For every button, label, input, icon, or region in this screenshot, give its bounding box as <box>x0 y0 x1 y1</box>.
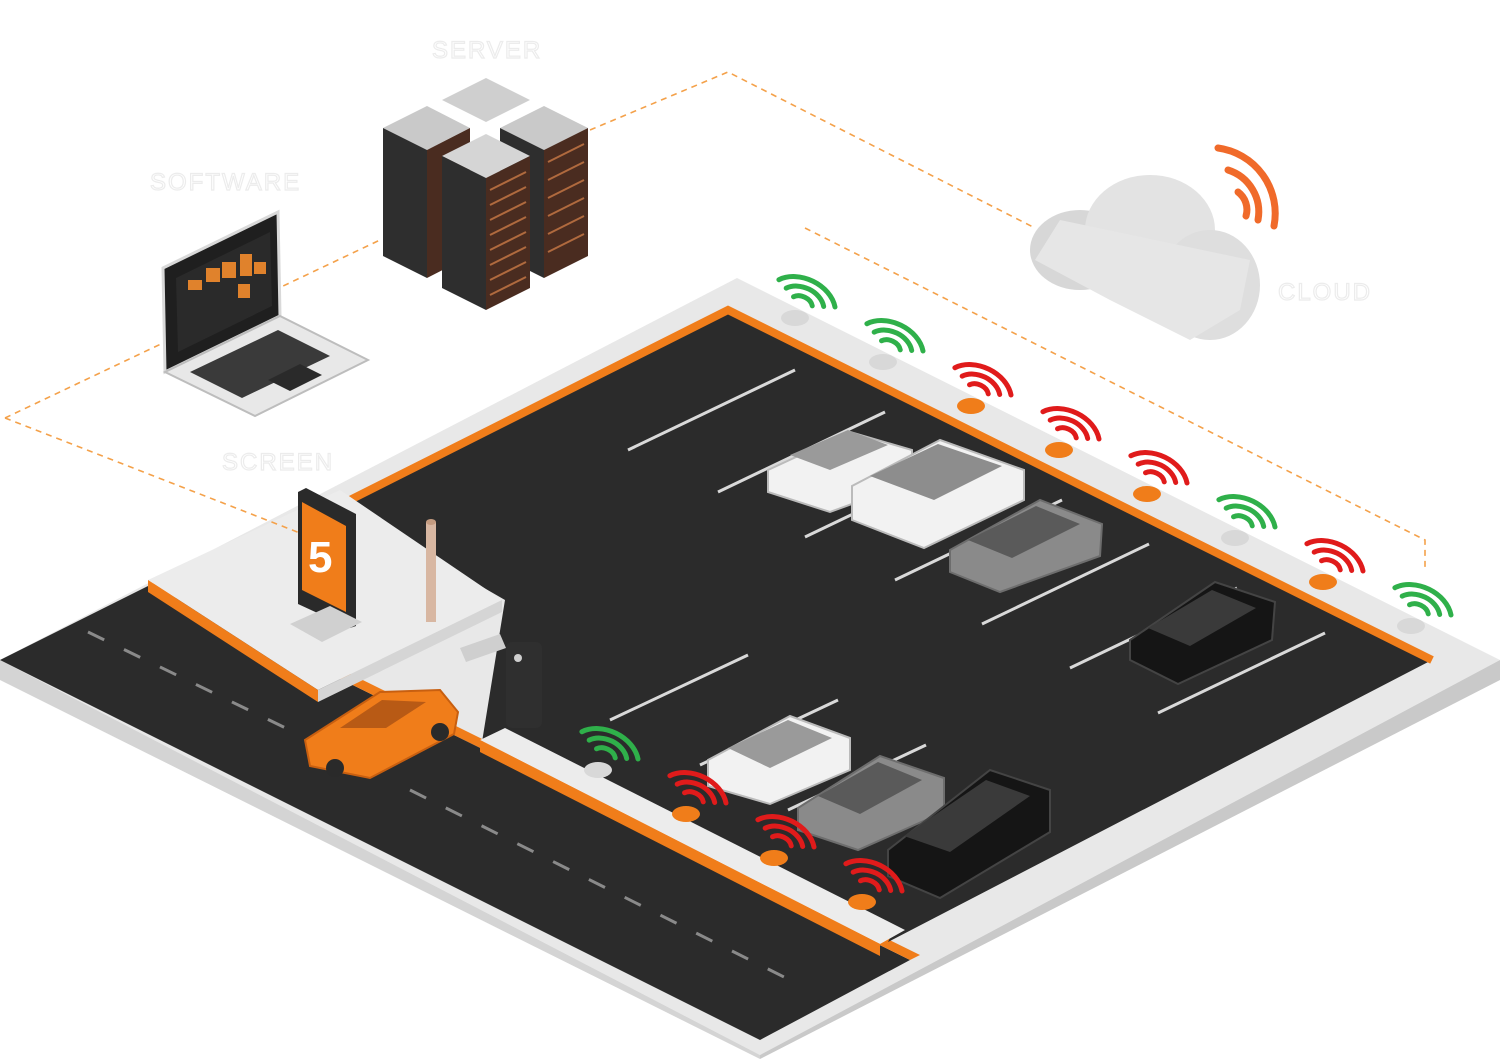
car-orange-taxi <box>303 688 460 780</box>
sensor-row-top <box>776 274 1454 634</box>
sensor-top-2 <box>864 318 926 370</box>
network-links <box>4 71 1426 570</box>
sensor-top-6 <box>1216 494 1278 546</box>
sensor-bottom-3 <box>755 814 817 866</box>
software-label: SOFTWARE <box>150 169 301 196</box>
server-rack <box>383 78 588 310</box>
signal-icon <box>1392 582 1454 618</box>
screen-label: SCREEN <box>222 449 334 476</box>
signal-icon <box>952 362 1014 398</box>
sensor-bottom-1 <box>579 726 641 778</box>
sensor-top-4 <box>1040 406 1102 458</box>
sensor-top-3 <box>952 362 1014 414</box>
barrier-pole <box>426 519 436 622</box>
server-label: SERVER <box>432 37 542 64</box>
sensor-top-5 <box>1128 450 1190 502</box>
signal-icon <box>776 274 838 310</box>
sensor-row-bottom <box>579 726 905 910</box>
sensor-bottom-4 <box>843 858 905 910</box>
car-white-3 <box>707 714 851 806</box>
bottom-curb <box>480 728 905 956</box>
laptop <box>161 209 371 418</box>
screen-display: 5 <box>308 533 332 582</box>
car-black-2 <box>887 768 1051 900</box>
sensor-top-8 <box>1392 582 1454 634</box>
car-gray-1 <box>949 498 1104 594</box>
sensor-top-7 <box>1304 538 1366 590</box>
cloud-signal-icon <box>1214 144 1279 230</box>
sensor-bottom-2 <box>667 770 729 822</box>
signal-icon <box>1040 406 1102 442</box>
kiosk-screen: 5 <box>290 488 362 642</box>
sensor-top-1 <box>776 274 838 326</box>
cloud-icon <box>1030 175 1260 340</box>
car-white-2 <box>851 438 1025 550</box>
car-black-1 <box>1129 580 1277 686</box>
signal-icon <box>579 726 641 762</box>
signal-icon <box>755 814 817 850</box>
signal-icon <box>667 770 729 806</box>
signal-icon <box>1304 538 1366 574</box>
signal-icon <box>1216 494 1278 530</box>
barrier-gate <box>460 634 542 728</box>
signal-icon <box>843 858 905 894</box>
signal-icon <box>1128 450 1190 486</box>
signal-icon <box>864 318 926 354</box>
cloud-label: CLOUD <box>1278 279 1372 306</box>
